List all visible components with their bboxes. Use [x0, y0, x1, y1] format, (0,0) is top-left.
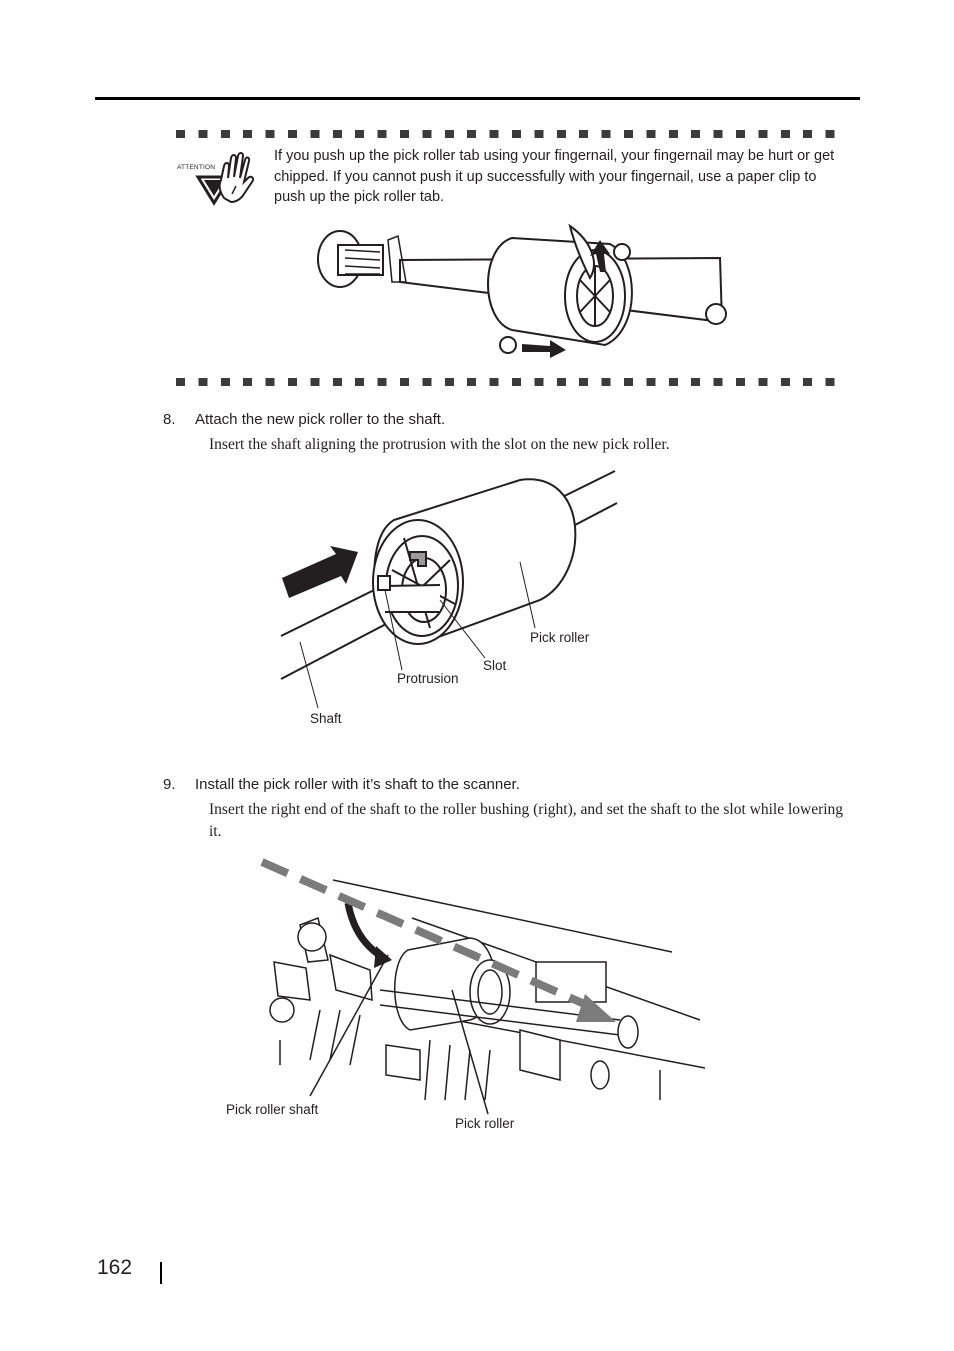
- page-number: 162: [97, 1256, 133, 1279]
- pick-roller-removal-illustration: [317, 223, 727, 358]
- page-number-bar: [160, 1262, 162, 1284]
- step-9-heading: 9. Install the pick roller with it’s shaf…: [163, 775, 520, 795]
- insert-arrow-icon: [282, 546, 358, 598]
- attach-roller-illustration: [280, 470, 618, 709]
- label-pick-roller-8: Pick roller: [530, 630, 590, 645]
- attention-icon: ATTENTION: [176, 150, 260, 210]
- label-protrusion: Protrusion: [397, 671, 459, 686]
- push-arrow-icon: [590, 240, 610, 272]
- step-8-body: Insert the shaft aligning the protrusion…: [209, 436, 670, 453]
- step-8-number: 8.: [163, 411, 176, 428]
- slide-arrow-icon: [522, 340, 566, 358]
- attention-text: If you push up the pick roller tab using…: [274, 148, 835, 205]
- header-rule: [95, 97, 860, 100]
- step-9-body: Insert the right end of the shaft to the…: [209, 801, 844, 840]
- step-8-title: Attach the new pick roller to the shaft.: [195, 411, 446, 428]
- step-9-number: 9.: [163, 776, 176, 793]
- lower-arrow-icon: [374, 946, 392, 968]
- attention-label: ATTENTION: [177, 164, 216, 171]
- install-roller-illustration: [260, 858, 706, 1115]
- step-8-heading: 8. Attach the new pick roller to the shaf…: [163, 410, 445, 430]
- dashed-arrow-icon: [260, 858, 600, 1014]
- label-pick-roller-9: Pick roller: [455, 1116, 515, 1131]
- attention-bottom-divider: [176, 378, 848, 386]
- attention-hand-icon: [195, 152, 255, 206]
- label-shaft: Shaft: [310, 711, 342, 726]
- attention-top-divider: [176, 130, 848, 138]
- label-slot: Slot: [483, 658, 507, 673]
- label-pick-roller-shaft: Pick roller shaft: [226, 1102, 319, 1117]
- step-9-title: Install the pick roller with it’s shaft …: [195, 776, 520, 793]
